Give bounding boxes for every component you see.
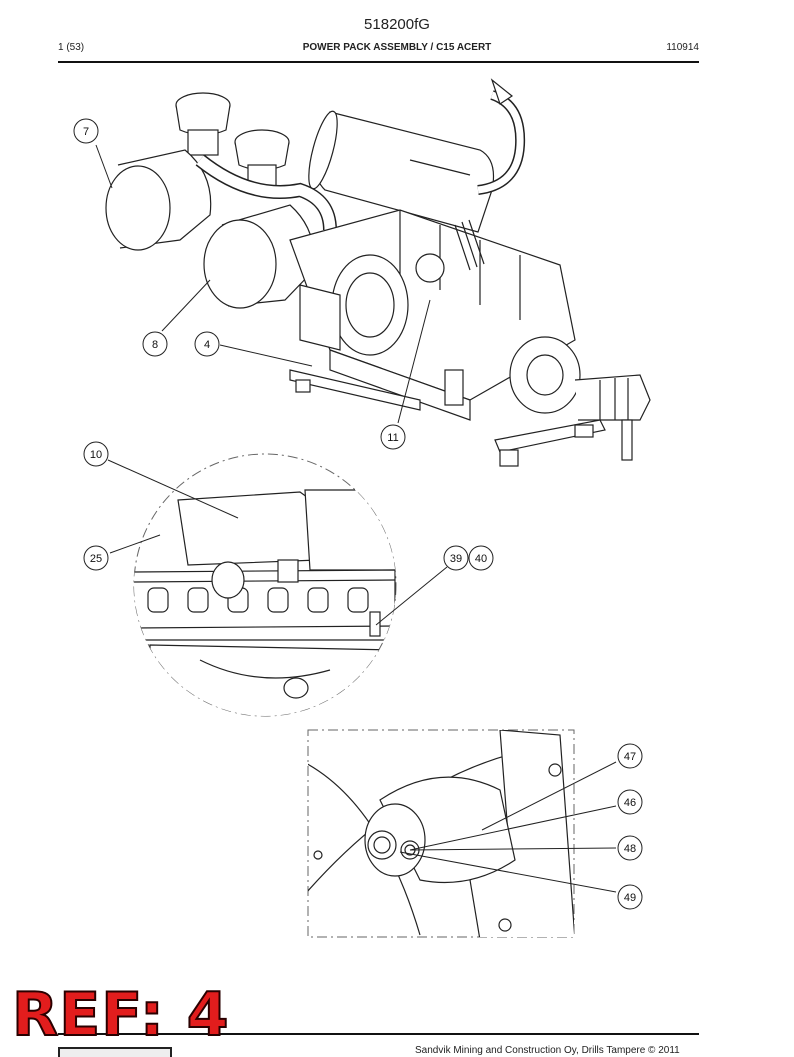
logo-fragment	[58, 1047, 172, 1057]
svg-text:10: 10	[90, 449, 102, 461]
date-code: 110914	[666, 42, 699, 53]
detail-view-rectangle	[307, 729, 575, 938]
callout-bubbles: 7 8 4 11 10 25 39 40	[73, 118, 643, 910]
svg-text:25: 25	[90, 553, 102, 565]
svg-text:7: 7	[83, 126, 89, 138]
svg-text:48: 48	[624, 843, 636, 855]
callout-25: 25	[83, 545, 109, 571]
reference-stamp: REF: 4	[11, 980, 230, 1050]
svg-text:46: 46	[624, 797, 636, 809]
page-title: POWER PACK ASSEMBLY / C15 ACERT	[302, 42, 492, 53]
svg-text:40: 40	[475, 553, 487, 565]
page-number: 1 (53)	[58, 42, 85, 53]
svg-text:49: 49	[624, 892, 636, 904]
callout-leaders	[95, 144, 617, 893]
svg-text:4: 4	[204, 339, 210, 351]
callout-11: 11	[380, 424, 406, 450]
callout-8: 8	[142, 331, 168, 357]
document-id: 518200fG	[364, 16, 430, 33]
callout-39: 39	[443, 545, 469, 571]
svg-text:39: 39	[450, 553, 462, 565]
callout-40: 40	[468, 545, 494, 571]
footer-copyright: Sandvik Mining and Construction Oy, Dril…	[415, 1045, 680, 1056]
header-rule	[58, 61, 699, 63]
detail-view-circle	[133, 453, 397, 717]
callout-47: 47	[617, 743, 643, 769]
callout-4: 4	[194, 331, 220, 357]
callout-48: 48	[617, 835, 643, 861]
callout-49: 49	[617, 884, 643, 910]
callout-46: 46	[617, 789, 643, 815]
svg-text:47: 47	[624, 751, 636, 763]
callout-10: 10	[83, 441, 109, 467]
callout-7: 7	[73, 118, 99, 144]
svg-text:11: 11	[387, 432, 398, 444]
svg-text:8: 8	[152, 339, 158, 351]
footer-rule	[58, 1033, 699, 1035]
power-pack-illustration	[105, 78, 651, 467]
